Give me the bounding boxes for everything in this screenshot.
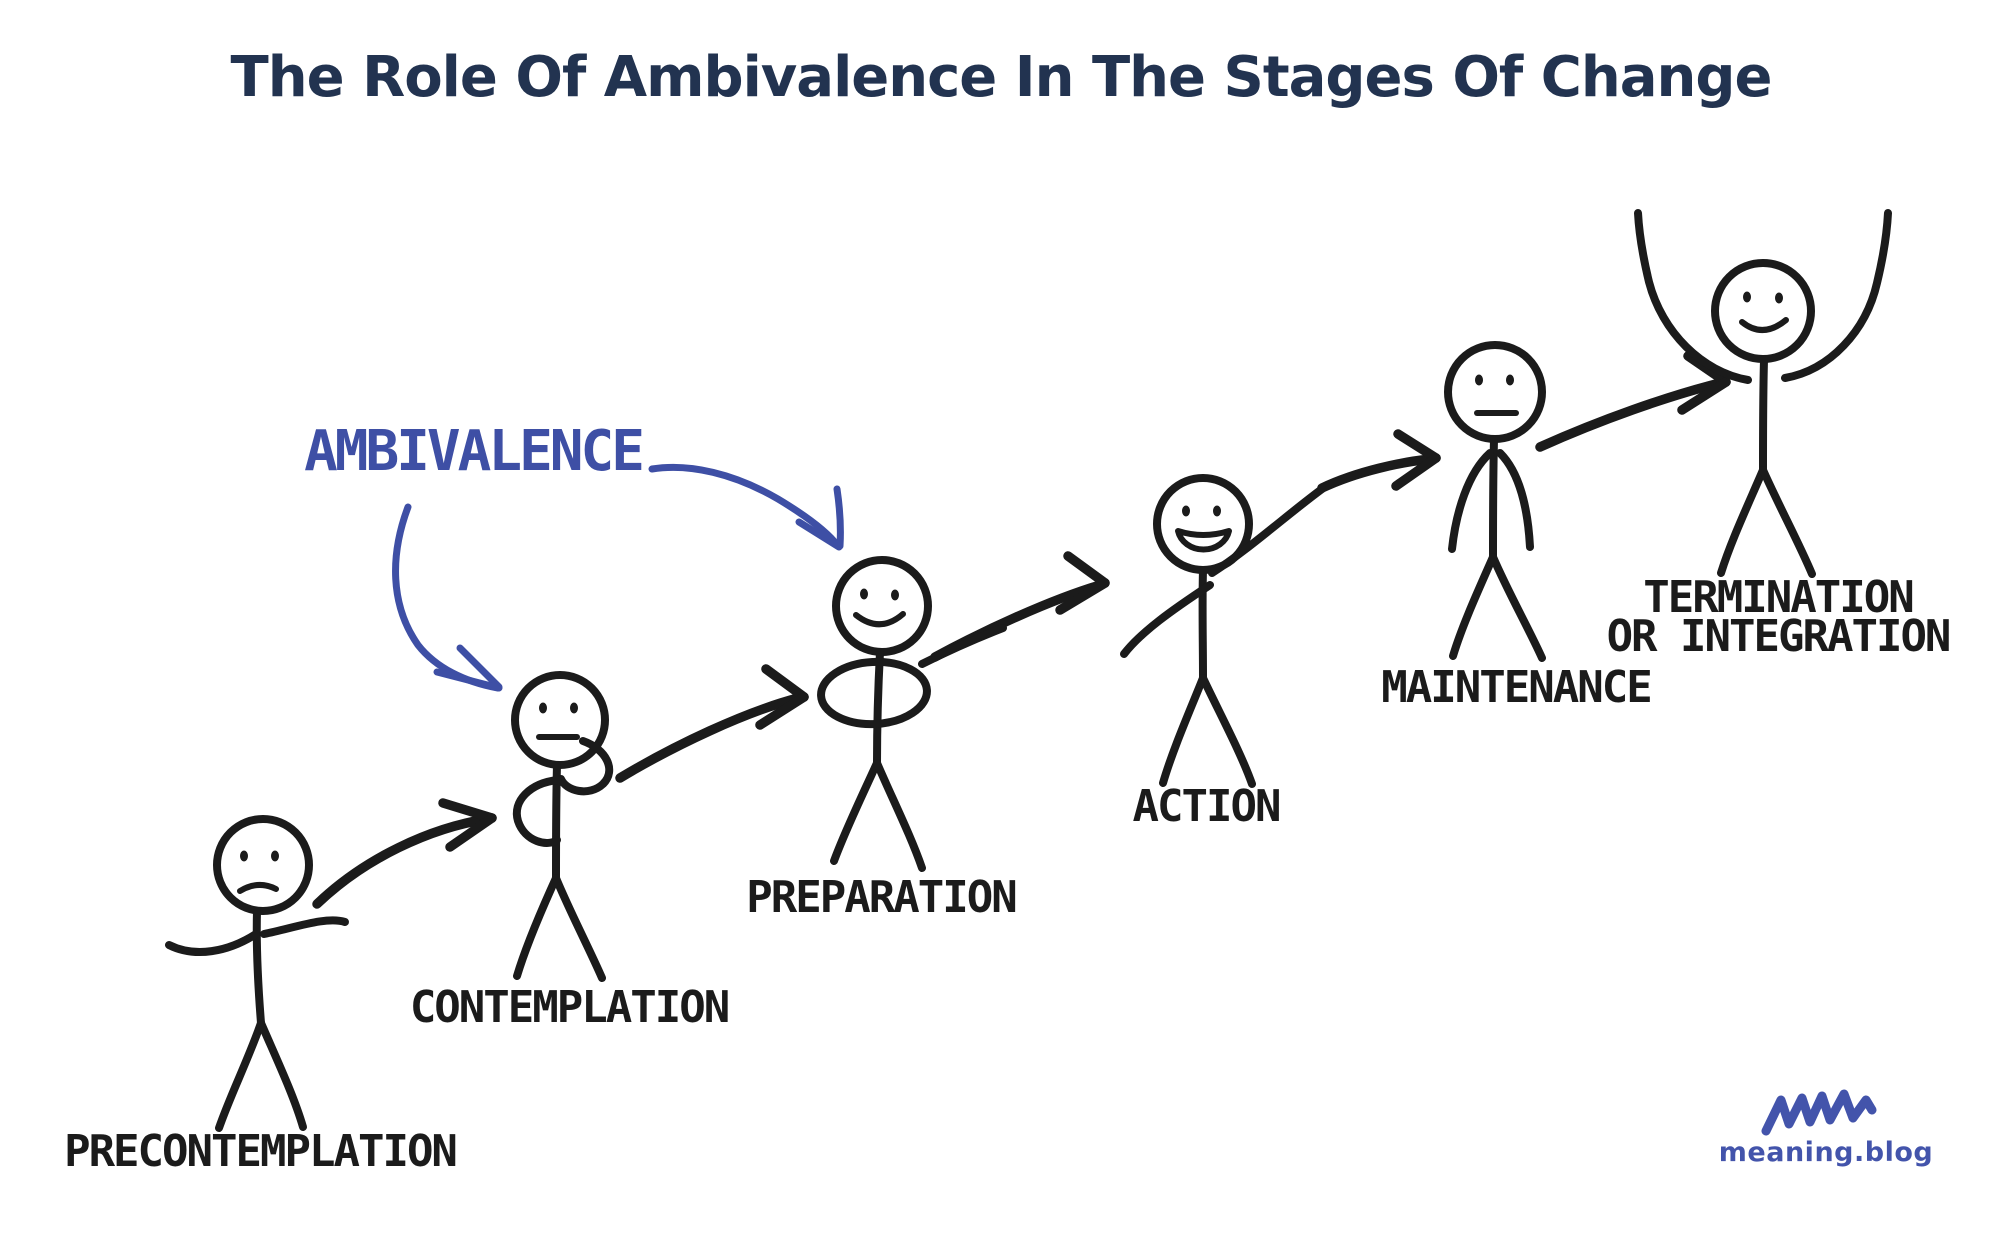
arrow-shaft (1317, 454, 1435, 493)
stage-label-precontemplation: PRECONTEMPLATION (64, 1126, 458, 1177)
arrow-barb (761, 664, 809, 702)
arrow-barb (1677, 377, 1731, 415)
eye (1743, 291, 1751, 303)
leg-right (1199, 674, 1256, 788)
body (1759, 356, 1768, 474)
head (1711, 259, 1815, 363)
head (213, 815, 313, 915)
arrow-maintenance-to-termination (1535, 351, 1731, 452)
stick-figure-maintenance (1444, 341, 1546, 662)
arm-left (1448, 449, 1494, 553)
eye (570, 702, 578, 714)
arrow-barb (1683, 351, 1731, 387)
ambivalence-arrow-left-barb-1 (456, 644, 503, 691)
meaning-blog-logo-text: meaning.blog (1718, 1137, 1934, 1168)
stick-figure-action (1120, 474, 1326, 788)
arm-right-raised (1208, 485, 1326, 577)
eye (1182, 505, 1190, 517)
eye (1775, 292, 1783, 304)
head (832, 556, 932, 656)
arm-right (918, 624, 1007, 668)
ambivalence-arrow-left-barb-2 (433, 668, 503, 692)
arrow-barb (1391, 453, 1441, 491)
arrow-barb (1055, 578, 1110, 615)
eye (1506, 374, 1514, 386)
stage-label-contemplation: CONTEMPLATION (409, 982, 730, 1033)
ambivalence-label: AMBIVALENCE (304, 419, 645, 484)
ambivalence-arrow-left-shaft (392, 503, 502, 692)
ambivalence-arrow-to-preparation (648, 463, 844, 551)
arrow-precontemplation-to-contemplation (312, 798, 497, 909)
leg-right (873, 759, 926, 872)
stage-label-maintenance: MAINTENANCE (1381, 662, 1652, 713)
eye (1213, 505, 1221, 517)
arm-right-raised (1781, 209, 1892, 382)
eye (860, 588, 868, 600)
stage-label-action: ACTION (1132, 781, 1282, 832)
arm-on-hip (512, 776, 562, 847)
smile-mouth (1739, 317, 1789, 333)
meaning-blog-logo-mark (1761, 1089, 1877, 1136)
crossed-arms (817, 657, 931, 729)
body (873, 648, 884, 767)
page-title: The Role Of Ambivalence In The Stages Of… (230, 45, 1773, 110)
eye (891, 589, 899, 601)
stick-figure-termination (1634, 209, 1892, 578)
leg-right (257, 1019, 307, 1131)
stage-label-termination-line1: TERMINATION (1643, 572, 1914, 623)
arrow-barb (1393, 429, 1441, 463)
arrow-shaft (615, 693, 803, 783)
eye (1475, 374, 1483, 386)
leg-right (1489, 553, 1546, 662)
ambivalence-arrow-to-contemplation (392, 503, 503, 692)
open-smile-mouth (1175, 528, 1232, 553)
arrow-action-to-maintenance (1317, 429, 1441, 493)
leg-left (830, 759, 881, 865)
leg-left (1717, 466, 1767, 577)
ambivalence-arrow-right-shaft (648, 463, 842, 550)
ambivalence-arrow-right-barb-1 (833, 485, 844, 550)
head (1444, 341, 1546, 443)
eye (240, 850, 248, 862)
body (1489, 436, 1498, 561)
arm-hand-on-chin (557, 737, 614, 796)
ambivalence-arrow-right-barb-2 (795, 518, 843, 551)
stick-figure-preparation (817, 556, 1007, 872)
eye (539, 702, 547, 714)
body (252, 907, 265, 1027)
arm-right (1496, 449, 1534, 551)
frown-mouth (237, 882, 279, 894)
eye (271, 850, 279, 862)
leg-left (1159, 674, 1207, 787)
leg-left (215, 1019, 265, 1132)
leg-left (1449, 553, 1497, 660)
arrow-contemplation-to-preparation (615, 664, 809, 783)
arrow-barb (755, 692, 809, 730)
stage-label-preparation: PREPARATION (746, 872, 1017, 923)
head (511, 671, 609, 769)
arm-right (260, 916, 349, 938)
arrow-barb (445, 813, 497, 852)
arm-left-raised (1634, 209, 1752, 384)
arrow-barb (438, 798, 497, 823)
stage-label-termination-line2: OR INTEGRATION (1606, 611, 1952, 662)
arrow-shaft (312, 814, 492, 909)
logo-squiggle-icon (1761, 1089, 1877, 1136)
smile-mouth (853, 611, 906, 628)
arrow-shaft (1535, 378, 1725, 452)
leg-left (513, 874, 560, 980)
arm-left (165, 930, 260, 956)
leg-right (1759, 466, 1816, 578)
stick-figure-contemplation (511, 671, 614, 982)
arrow-barb (1063, 551, 1110, 588)
stick-figure-precontemplation (165, 815, 349, 1132)
leg-right (552, 874, 606, 982)
arm-left (1120, 581, 1214, 658)
